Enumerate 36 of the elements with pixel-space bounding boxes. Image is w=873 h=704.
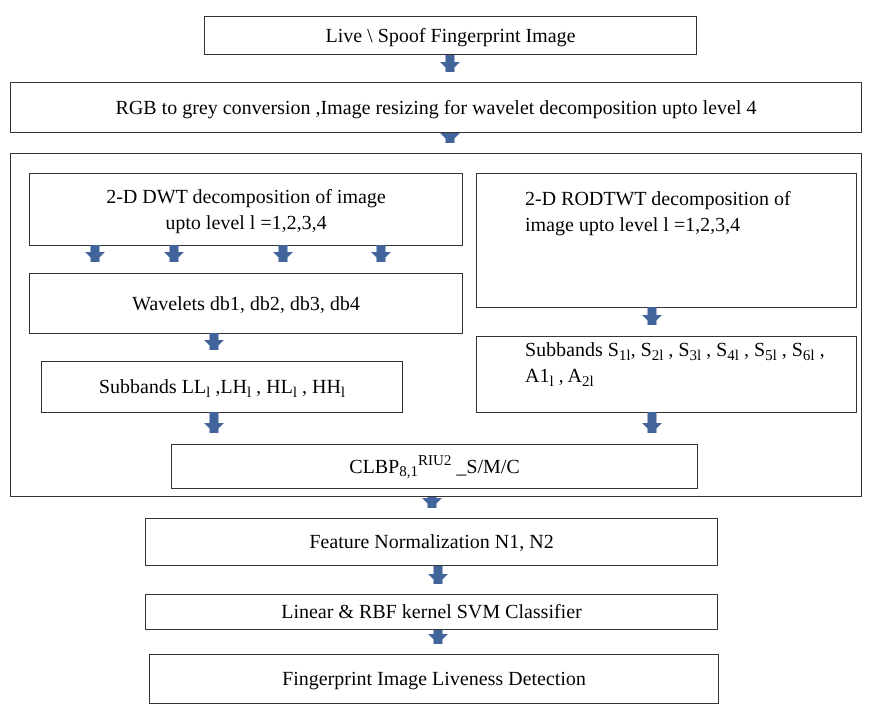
process-box (29, 173, 463, 246)
box-label: Subbands LL$_{l}$ ,LH$_{l}$ , HL$_{l}$ , HH$_{l}$ (98, 375, 346, 400)
process-box (145, 518, 718, 566)
container-box (10, 153, 862, 497)
arrow (440, 55, 460, 72)
arrow (642, 307, 662, 325)
arrow (204, 333, 224, 350)
box-label: Fingerprint Image Liveness Detection (282, 667, 586, 692)
box-label: Wavelets db1, db2, db3, db4 (132, 292, 360, 316)
process-box (145, 594, 718, 630)
arrow (642, 412, 662, 433)
arrow (428, 566, 448, 584)
process-box (171, 444, 698, 489)
process-box (10, 82, 862, 133)
box-label: Linear & RBF kernel SVM Classifier (281, 600, 582, 625)
arrow (371, 245, 391, 262)
arrow (164, 245, 184, 262)
process-box (204, 16, 697, 55)
arrow (422, 497, 442, 508)
arrow (85, 245, 105, 262)
box-label: RGB to grey conversion ,Image resizing for wavelet decomposition upto level 4 (116, 96, 756, 120)
box-label: 2-D DWT decomposition of image upto level l =1,2,3,4 (105, 184, 387, 236)
process-box (476, 173, 857, 308)
arrow (440, 133, 460, 143)
arrow (273, 245, 293, 262)
box-label: Feature Normalization N1, N2 (309, 530, 554, 555)
process-box (29, 273, 463, 334)
arrow (428, 630, 448, 644)
box-label: 2-D RODTWT decomposition of image upto level l =1,2,3,4 (525, 187, 792, 238)
process-box (41, 361, 403, 413)
process-box (476, 336, 857, 413)
box-label: CLBP$_{8,1}$$^{RIU2}$ _S/M/C (349, 454, 520, 480)
process-box (149, 654, 719, 704)
box-label: Live \ Spoof Fingerprint Image (326, 24, 576, 48)
box-label: Subbands S$_{1l}$, S$_{2l}$ , S$_{3l}$ , S$_{4l}$ , S$_{5l}$ , S$_{6l}$ , A1$_{l}$ , A$_{2l}$ (525, 338, 826, 389)
arrow (204, 412, 224, 433)
